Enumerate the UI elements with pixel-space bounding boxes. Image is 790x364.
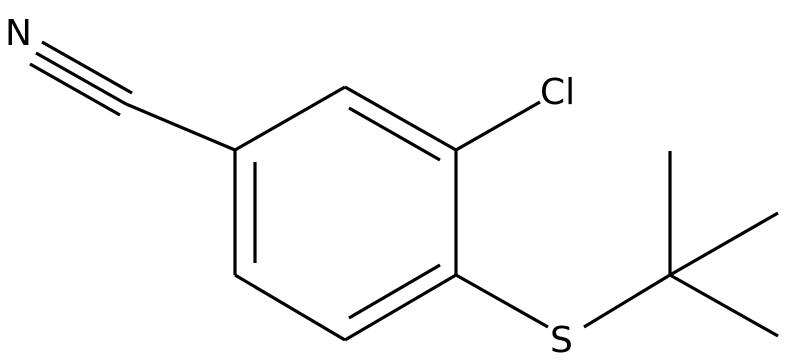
nitrile-triple-bond	[29, 40, 133, 117]
ring-bond-2	[344, 85, 457, 152]
bond-ring-to-sulfur	[455, 273, 549, 329]
ring-bond-1	[234, 85, 346, 152]
tert-butyl-methyl-right-down	[669, 273, 779, 338]
tert-butyl-group	[668, 151, 779, 338]
ring-double-bond-inner-3	[348, 263, 441, 320]
ring-bond-5	[234, 273, 346, 342]
bond-nitrile-to-ring	[125, 102, 236, 152]
chlorine-label: Cl	[540, 72, 575, 113]
nitrogen-label: N	[5, 13, 32, 54]
bond-ring-to-chlorine	[455, 100, 541, 152]
tert-butyl-methyl-right-up	[669, 211, 779, 277]
ring-double-bond-inner-1	[348, 106, 441, 162]
nitrile-bond-line-3	[29, 62, 121, 117]
nitrile-bond-line-2	[35, 51, 127, 106]
ring-bond-4	[344, 273, 457, 342]
nitrile-bond-line-1	[41, 40, 133, 95]
sulfur-label: S	[550, 320, 573, 361]
benzene-ring	[233, 85, 458, 342]
bond-sulfur-to-tert-carbon	[583, 273, 671, 329]
